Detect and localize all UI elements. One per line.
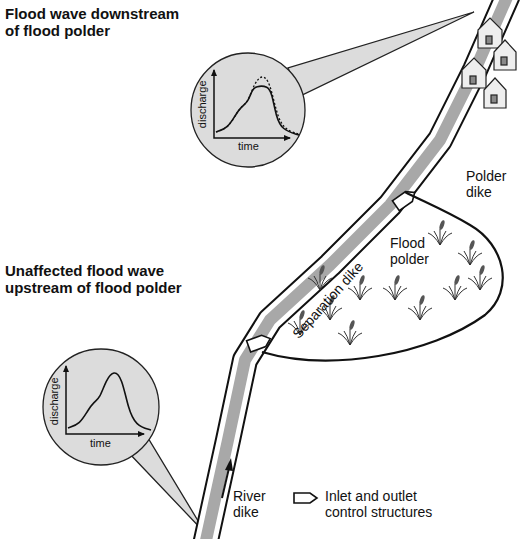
- structure-symbol: [292, 490, 320, 506]
- hydrograph-callout: Unaffected flood wave upstream of flood …: [42, 348, 160, 466]
- polder-outline: [240, 180, 523, 380]
- flood-polder: Flood polder: [240, 180, 523, 380]
- callout-heading: Flood wave downstream of flood polder: [5, 5, 190, 40]
- flow-arrow: [222, 458, 233, 498]
- legend-text: Inlet and outlet control structures: [325, 488, 460, 520]
- outlet-structure: [392, 188, 418, 211]
- houses: [462, 18, 516, 108]
- callout-tail: [288, 12, 474, 96]
- region-label: Flood polder: [390, 235, 450, 267]
- hydrograph-callout: Flood wave downstream of flood polderdis…: [190, 52, 306, 168]
- axis-label: time: [90, 437, 111, 450]
- callout-tail: [128, 438, 206, 534]
- dike-label: River dike: [233, 488, 278, 520]
- callout-heading: Unaffected flood wave upstream of flood …: [5, 262, 220, 297]
- axis-label: discharge: [48, 377, 61, 425]
- axis-label: time: [238, 140, 259, 153]
- axis-label: discharge: [196, 80, 209, 128]
- inlet-structure: [247, 333, 273, 352]
- dike-label: Polder dike: [466, 168, 516, 200]
